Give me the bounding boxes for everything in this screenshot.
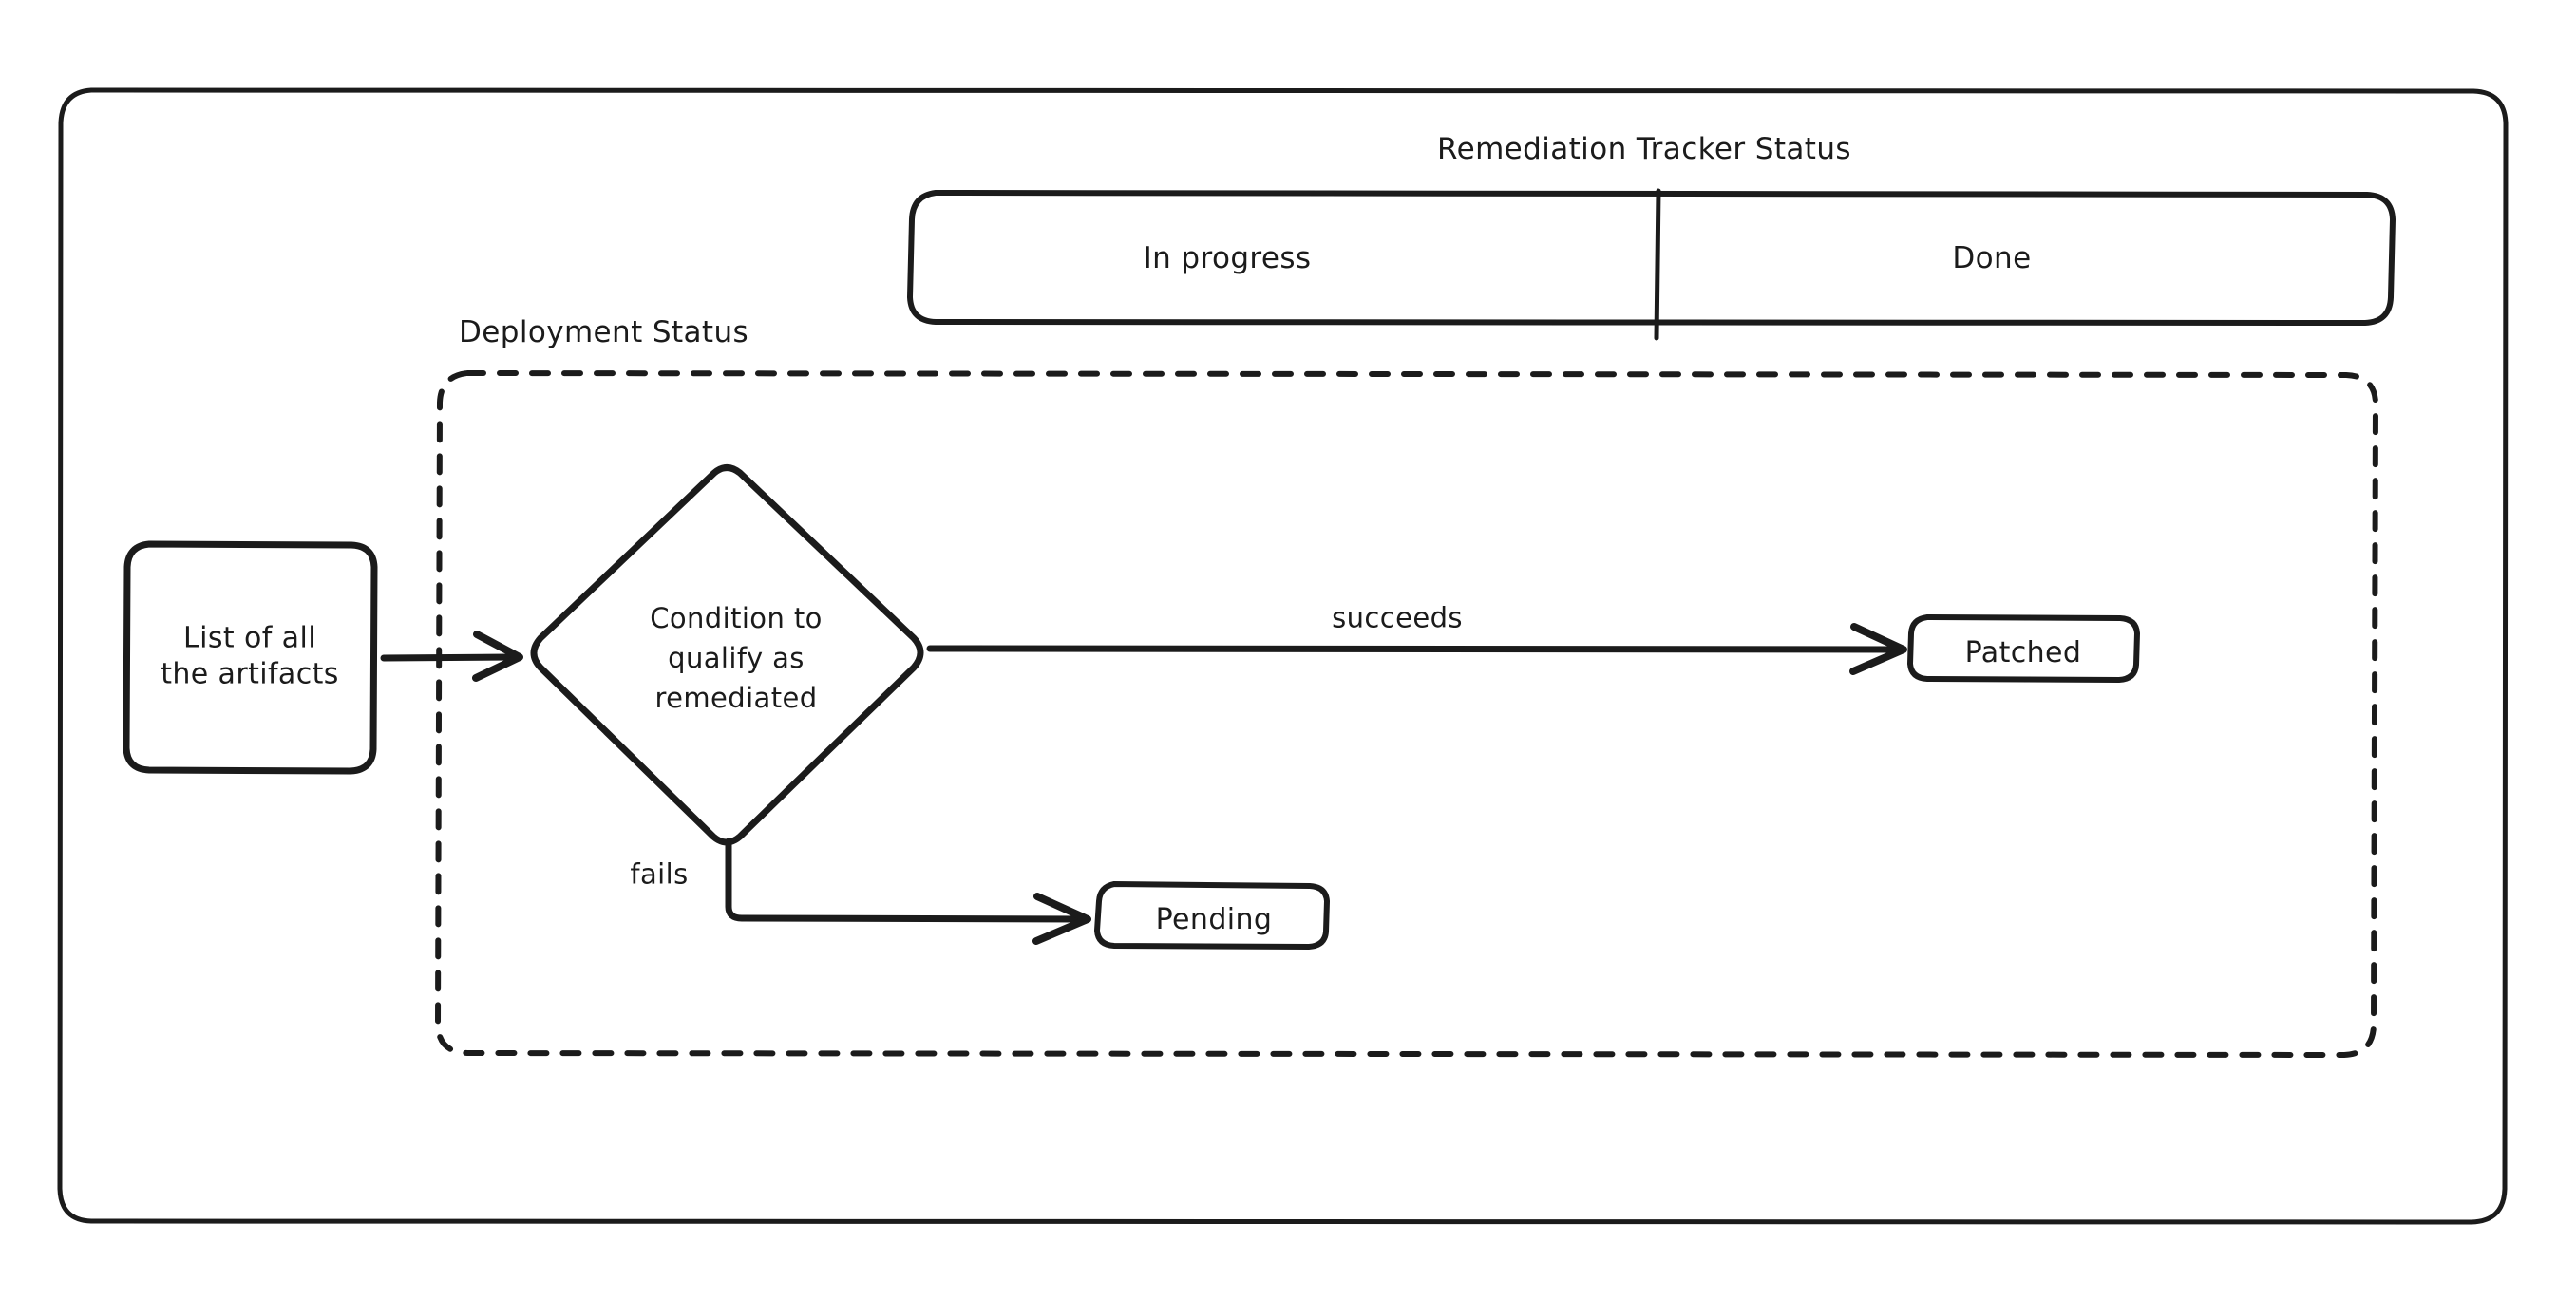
edge-condition-to-pending-line — [725, 838, 1087, 923]
node-patched-label: Patched — [1964, 635, 2082, 669]
node-pending-shape[interactable] — [1094, 881, 1330, 950]
deployment-status-group — [435, 370, 2378, 1058]
deployment-status-label: Deployment Status — [459, 315, 749, 349]
edge-label-succeeds: succeeds — [1332, 601, 1463, 634]
tracker-status-title: Remediation Tracker Status — [1437, 132, 1851, 167]
tracker-status-box[interactable] — [907, 190, 2396, 326]
edge-artifacts-to-condition-arrowhead — [472, 631, 523, 682]
node-condition-shape[interactable] — [530, 464, 924, 846]
tracker-cell-done[interactable]: Done — [1952, 241, 2032, 276]
edge-condition-to-patched-arrowhead — [1849, 623, 1907, 675]
node-patched-shape[interactable] — [1907, 614, 2140, 683]
edge-condition-to-patched-line — [926, 645, 1902, 653]
node-artifacts-label: List of all the artifacts — [161, 621, 339, 691]
node-pending-label: Pending — [1155, 902, 1273, 936]
tracker-status-divider — [1654, 188, 1661, 341]
tracker-cell-in-progress[interactable]: In progress — [1143, 241, 1312, 276]
outer-frame — [57, 87, 2509, 1225]
edge-artifacts-to-condition-line — [380, 653, 515, 662]
node-artifacts-shape[interactable] — [123, 540, 378, 775]
edge-label-fails: fails — [630, 857, 689, 891]
edge-condition-to-pending-arrowhead — [1032, 893, 1091, 945]
node-condition-label: Condition to qualify as remediated — [650, 601, 823, 715]
